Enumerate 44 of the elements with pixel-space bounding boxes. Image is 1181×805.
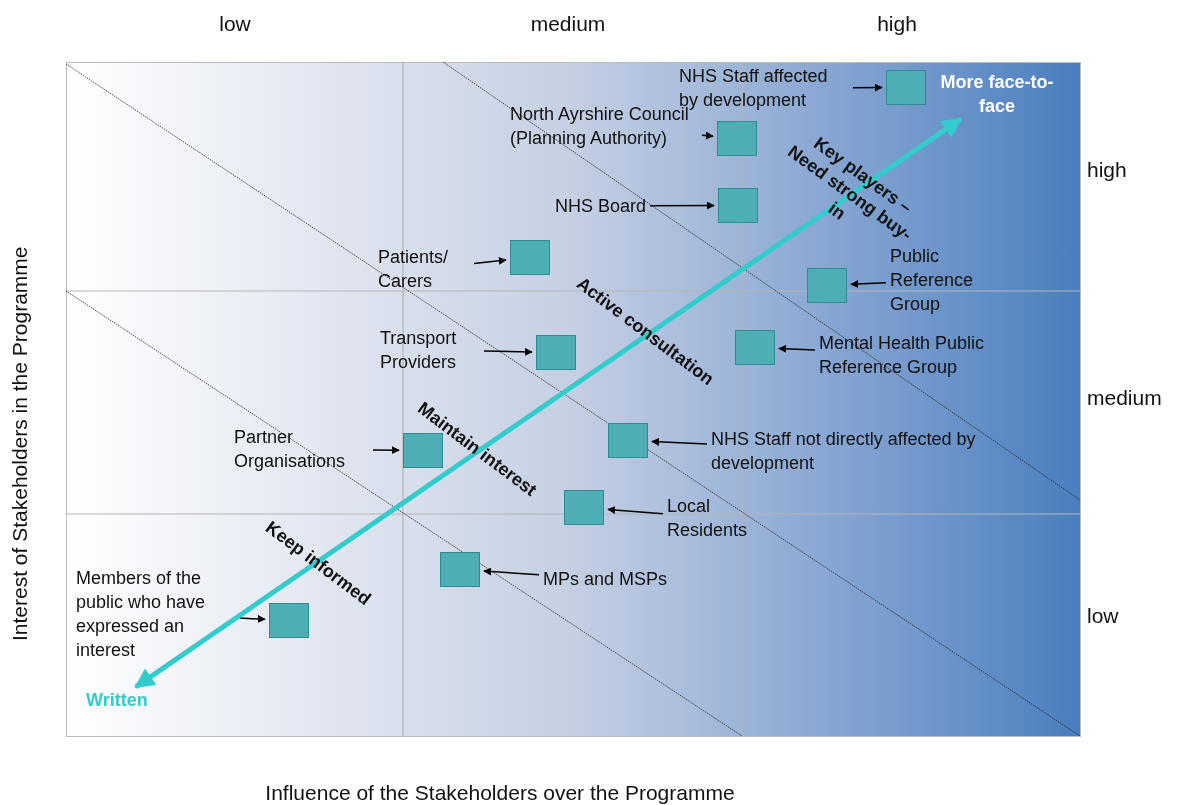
stakeholder-square	[735, 330, 775, 365]
arrow	[649, 201, 715, 210]
stakeholder-label: Transport Providers	[380, 326, 480, 374]
arrow	[473, 256, 507, 265]
arrow	[850, 280, 887, 288]
stakeholder-square	[440, 552, 480, 587]
arrow	[607, 505, 664, 515]
stakeholder-square	[510, 240, 550, 275]
arrow	[778, 344, 816, 353]
stakeholder-label: Patients/ Carers	[378, 245, 470, 293]
stakeholder-square	[608, 423, 648, 458]
axis-tick-label: low	[1087, 603, 1119, 629]
axis-tick-label: high	[876, 11, 918, 37]
stakeholder-label: Local Residents	[667, 494, 767, 542]
axis-tick-label: low	[218, 11, 252, 37]
axis-tick-label: medium	[1087, 385, 1162, 411]
arrow	[483, 347, 533, 356]
stakeholder-label: Mental Health Public Reference Group	[819, 331, 1054, 379]
axis-title: Interest of Stakeholders in the Programme	[7, 245, 33, 643]
stakeholder-label: NHS Board	[555, 194, 647, 218]
axis-title: Influence of the Stakeholders over the Programme	[264, 780, 736, 805]
stakeholder-square	[564, 490, 604, 525]
stakeholder-label: Members of the public who have expressed an interest	[76, 566, 236, 662]
axis-end-label: Written	[86, 688, 148, 712]
stakeholder-label: MPs and MSPs	[543, 567, 668, 591]
stakeholder-label: NHS Staff not directly affected by development	[711, 427, 1003, 475]
stakeholder-square	[717, 121, 757, 156]
axis-tick-label: medium	[529, 11, 607, 37]
double-arrow	[134, 117, 963, 689]
stakeholder-square	[536, 335, 576, 370]
arrow	[701, 131, 714, 140]
arrow	[372, 446, 400, 455]
stakeholder-label: Partner Organisations	[234, 425, 369, 473]
axis-tick-label: high	[1087, 157, 1127, 183]
arrow	[239, 615, 266, 623]
stakeholder-square	[269, 603, 309, 638]
stakeholder-square	[807, 268, 847, 303]
arrow	[852, 83, 883, 92]
arrow	[483, 567, 540, 576]
stakeholder-square	[718, 188, 758, 223]
stakeholder-square	[886, 70, 926, 105]
arrow	[651, 437, 708, 446]
stakeholder-label: Public Reference Group	[890, 244, 995, 316]
axis-end-label: More face-to-face	[938, 70, 1056, 118]
